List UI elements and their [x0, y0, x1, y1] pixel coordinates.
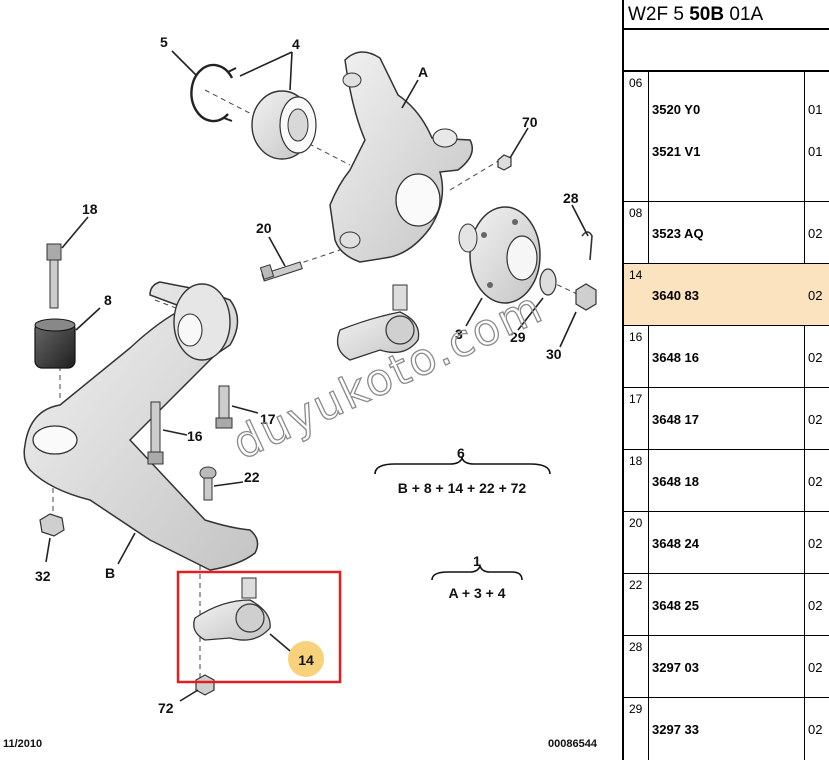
callout-30: 30	[546, 346, 562, 362]
parts-list-panel: W2F 5 50B 01A 06 3520 Y0 01 3521 V1 01 0…	[622, 0, 829, 760]
watermark: duyukoto.com	[225, 282, 551, 470]
bolt-18-part	[46, 243, 62, 309]
highlight-badge	[288, 641, 324, 677]
part-quantity: 02	[808, 288, 823, 303]
nut-72-part	[195, 674, 215, 696]
hub-part	[458, 206, 541, 304]
bearing-part	[251, 90, 317, 160]
part-quantity: 02	[808, 350, 823, 365]
part-quantity: 02	[808, 412, 823, 427]
lower-ball-joint-part	[193, 577, 271, 641]
callout-29: 29	[510, 329, 526, 345]
part-reference: 3640 83	[652, 288, 699, 303]
item-index: 29	[629, 702, 643, 716]
doc-number: 00086544	[548, 738, 598, 750]
circlip-part	[190, 63, 237, 123]
highlight-box	[176, 570, 342, 684]
callout-20: 20	[256, 220, 272, 236]
item-index: 18	[629, 454, 643, 468]
list-item[interactable]: 29 3297 33 02	[624, 698, 829, 760]
part-quantity: 02	[808, 474, 823, 489]
callout-17: 17	[260, 411, 276, 427]
part-quantity: 01	[808, 144, 823, 159]
callout-1: 1	[473, 553, 481, 569]
callout-6: 6	[457, 445, 465, 461]
list-item[interactable]: 08 3523 AQ 02	[624, 202, 829, 264]
list-item-selected[interactable]: 14 3640 83 02	[624, 264, 829, 326]
part-reference: 3523 AQ	[652, 226, 704, 241]
list-item[interactable]: 16 3648 16 02	[624, 326, 829, 388]
part-reference: 3648 24	[652, 536, 699, 551]
part-quantity: 02	[808, 536, 823, 551]
formula-group-1: A + 3 + 4	[448, 585, 505, 601]
part-reference: 3648 17	[652, 412, 699, 427]
part-reference: 3648 25	[652, 598, 699, 613]
list-item[interactable]: 06 3520 Y0 01 3521 V1 01	[624, 72, 829, 202]
model-code-bold: 50B	[689, 4, 725, 25]
hub-nut-parts	[539, 231, 597, 311]
item-index: 08	[629, 206, 643, 220]
list-item[interactable]: 17 3648 17 02	[624, 388, 829, 450]
callout-4: 4	[292, 36, 300, 52]
part-reference: 3520 Y0	[652, 102, 701, 117]
item-index: 28	[629, 640, 643, 654]
bolt-20-part	[259, 261, 303, 282]
part-reference: 3648 16	[652, 350, 699, 365]
item-index: 06	[629, 76, 643, 90]
part-quantity: 01	[808, 102, 823, 117]
item-index: 20	[629, 516, 643, 530]
formula-group-6: B + 8 + 14 + 22 + 72	[398, 480, 527, 496]
column-divider	[648, 72, 649, 760]
callout-32: 32	[35, 568, 51, 584]
item-index: 16	[629, 330, 643, 344]
callout-72: 72	[158, 700, 174, 716]
list-item[interactable]: 22 3648 25 02	[624, 574, 829, 636]
callout-18: 18	[82, 201, 98, 217]
upper-ball-joint-part	[336, 284, 420, 361]
item-index: 14	[629, 268, 643, 282]
part-quantity: 02	[808, 226, 823, 241]
part-reference: 3648 18	[652, 474, 699, 489]
blank-header-row	[624, 30, 829, 72]
silent-block-part	[34, 318, 76, 369]
column-divider	[804, 72, 805, 760]
callout-16: 16	[187, 428, 203, 444]
item-index: 22	[629, 578, 643, 592]
callout-70: 70	[522, 114, 538, 130]
part-reference: 3297 33	[652, 722, 699, 737]
callout-8: 8	[104, 292, 112, 308]
arm-bolts-parts	[147, 385, 233, 501]
group-brackets	[374, 455, 551, 581]
callout-labels: 5 4 A 70 18 20 28 8 3 29 30 17 16 22 6 1…	[35, 34, 579, 716]
part-quantity: 02	[808, 598, 823, 613]
callout-A: A	[418, 64, 428, 80]
part-quantity: 02	[808, 722, 823, 737]
nut-32-part	[39, 513, 65, 537]
callout-3: 3	[455, 326, 463, 342]
callout-28: 28	[563, 190, 579, 206]
part-reference: 3521 V1	[652, 144, 701, 159]
list-item[interactable]: 28 3297 03 02	[624, 636, 829, 698]
date-label: 11/2010	[3, 738, 42, 750]
callout-5: 5	[160, 34, 168, 50]
callout-B: B	[105, 565, 115, 581]
exploded-parts-diagram: 5 4 A 70 18 20 28 8 3 29 30 17 16 22 6 1…	[3, 34, 598, 750]
part-quantity: 02	[808, 660, 823, 675]
list-item[interactable]: 18 3648 18 02	[624, 450, 829, 512]
model-code-prefix: W2F 5	[628, 4, 690, 25]
item-index: 17	[629, 392, 643, 406]
model-code-suffix: 01A	[724, 4, 764, 25]
part-reference: 3297 03	[652, 660, 699, 675]
steering-knuckle-part	[329, 51, 473, 263]
list-item[interactable]: 20 3648 24 02	[624, 512, 829, 574]
nut-70-part	[497, 154, 512, 171]
model-code-header: W2F 5 50B 01A	[624, 0, 829, 30]
leader-lines	[45, 50, 589, 702]
callout-14: 14	[298, 652, 314, 668]
callout-22: 22	[244, 469, 260, 485]
diagram-canvas: 5 4 A 70 18 20 28 8 3 29 30 17 16 22 6 1…	[3, 34, 598, 750]
control-arm-part	[23, 281, 259, 571]
